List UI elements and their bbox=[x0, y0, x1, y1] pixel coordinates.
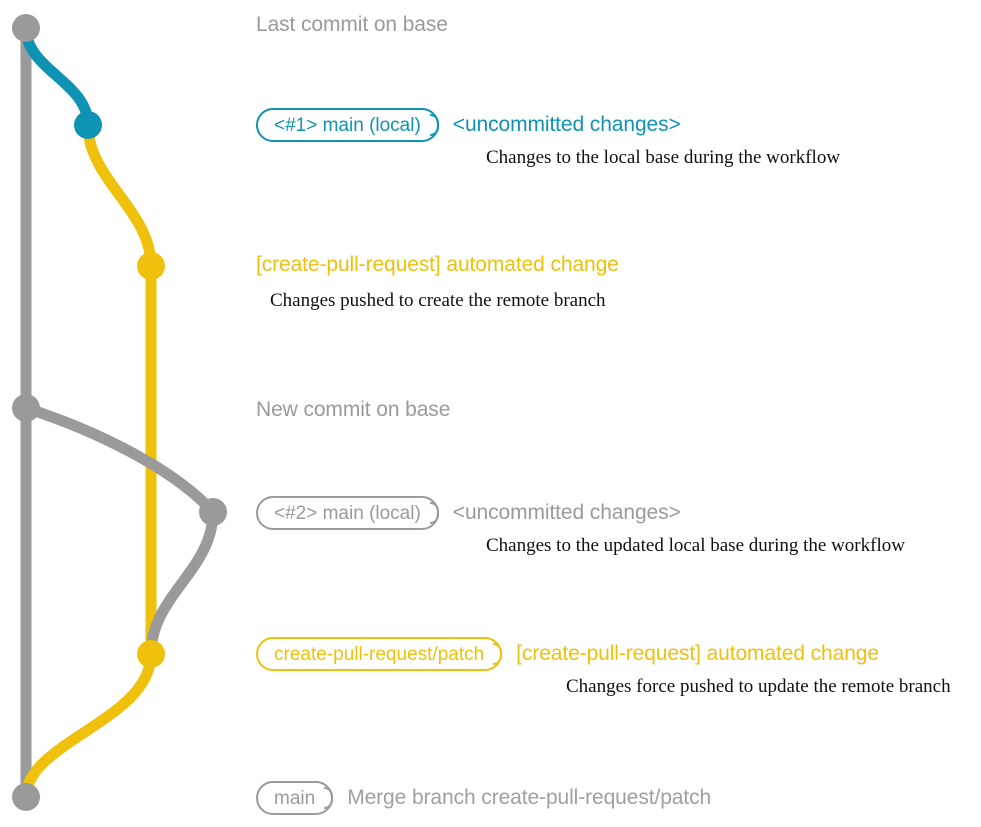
row-last-commit-on-base: Last commit on base bbox=[256, 14, 448, 35]
commit-subject: [create-pull-request] automated change bbox=[516, 641, 879, 665]
ref-badge-create-pull-request-patch[interactable]: create-pull-request/patch bbox=[256, 637, 503, 671]
commit-description: Changes to the updated local base during… bbox=[486, 535, 905, 556]
commit-node-create-pull-request-automated-change-1[interactable] bbox=[137, 252, 165, 280]
commit-node-new-commit-on-base[interactable] bbox=[12, 394, 40, 422]
commit-node-merge-commit[interactable] bbox=[12, 783, 40, 811]
edge-layer bbox=[20, 22, 219, 803]
commit-subject: Last commit on base bbox=[256, 13, 448, 36]
row-new-commit-on-base: New commit on base bbox=[256, 399, 450, 420]
commit-description: Changes pushed to create the remote bran… bbox=[270, 290, 606, 311]
commit-subject: Merge branch create-pull-request/patch bbox=[347, 785, 712, 809]
commit-node-last-commit-on-base[interactable] bbox=[12, 14, 40, 42]
commit-subject: New commit on base bbox=[256, 398, 451, 421]
ref-badge-main[interactable]: main bbox=[256, 781, 334, 815]
row-local-main-2: <#2> main (local) <uncommitted changes> bbox=[256, 496, 681, 530]
edge-remote-2-to-merge bbox=[20, 648, 157, 803]
edge-local-1-to-remote-1 bbox=[82, 119, 157, 272]
row-automated-change-1: [create-pull-request] automated change bbox=[256, 254, 619, 275]
edge-base-to-local-1 bbox=[20, 22, 94, 131]
ref-badge-local-main-2[interactable]: <#2> main (local) bbox=[256, 496, 439, 530]
node-layer bbox=[12, 14, 227, 811]
edge-base-2-to-local-2 bbox=[20, 402, 219, 518]
commit-node-local-main-2[interactable] bbox=[199, 498, 227, 526]
commit-subject: <uncommitted changes> bbox=[452, 500, 681, 524]
commit-subject: <uncommitted changes> bbox=[452, 112, 681, 136]
row-local-main-1: <#1> main (local) <uncommitted changes> bbox=[256, 108, 681, 142]
commit-node-local-main-1[interactable] bbox=[74, 111, 102, 139]
edge-local-2-to-remote-2 bbox=[145, 506, 219, 660]
row-merge-commit: main Merge branch create-pull-request/pa… bbox=[256, 781, 711, 815]
commit-subject: [create-pull-request] automated change bbox=[256, 253, 619, 276]
row-automated-change-2: create-pull-request/patch [create-pull-r… bbox=[256, 637, 879, 671]
ref-badge-local-main-1[interactable]: <#1> main (local) bbox=[256, 108, 439, 142]
commit-node-create-pull-request-automated-change-2[interactable] bbox=[137, 640, 165, 668]
commit-description: Changes force pushed to update the remot… bbox=[566, 676, 951, 697]
commit-description: Changes to the local base during the wor… bbox=[486, 147, 841, 168]
